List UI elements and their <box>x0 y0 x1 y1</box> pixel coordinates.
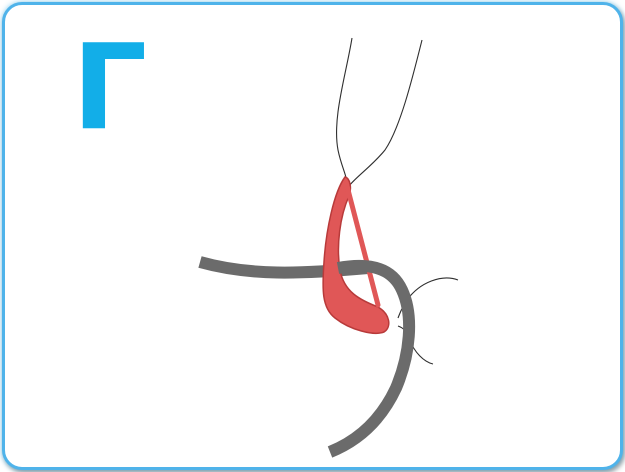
thread-right <box>349 40 422 186</box>
thread-left <box>337 38 352 182</box>
red-loop-strap <box>347 186 378 305</box>
red-loop <box>323 177 389 333</box>
